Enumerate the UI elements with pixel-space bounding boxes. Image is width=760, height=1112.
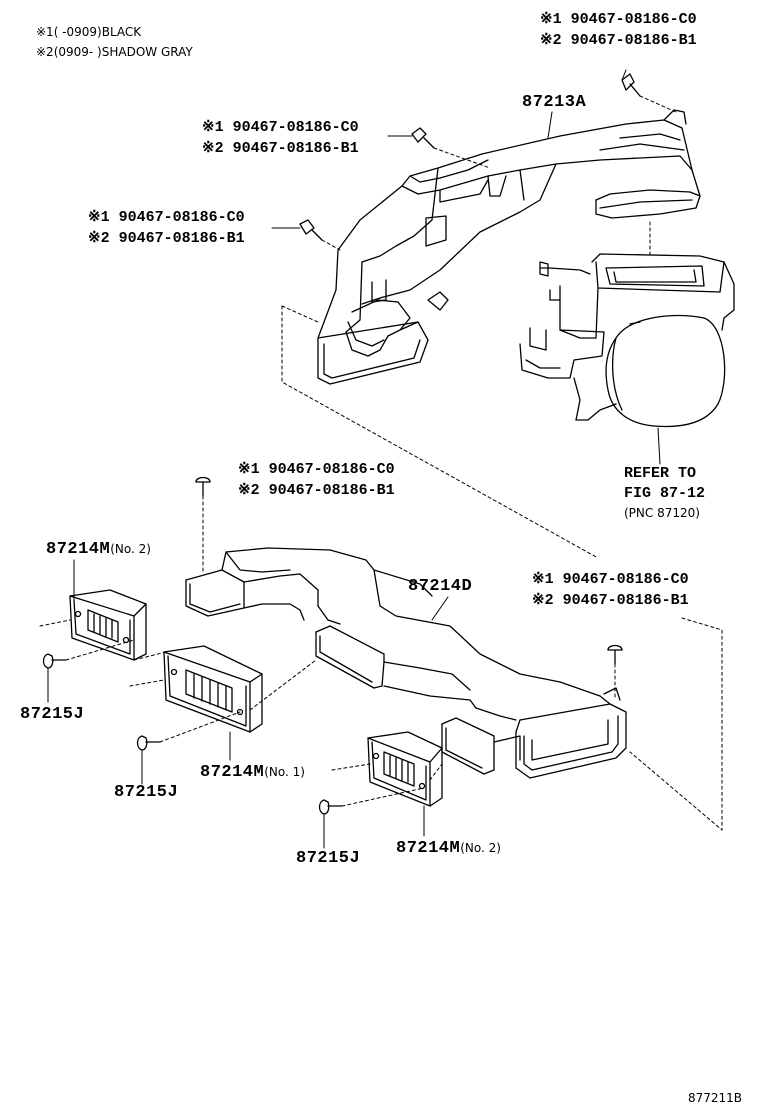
lower-duct-87214d: [185, 547, 627, 779]
legend-shadow-gray: ※2(0909- )SHADOW GRAY: [36, 45, 193, 59]
screw-upper-mid-b1: ※2 90467-08186-B1: [202, 140, 359, 157]
screw-upper-left-b1: ※2 90467-08186-B1: [88, 230, 245, 247]
leader-lines: [47, 69, 661, 849]
refer-fig-label: FIG 87-12: [624, 485, 706, 502]
part-87215j-b: 87215J: [114, 783, 179, 802]
part-87215j-c: 87215J: [296, 849, 361, 868]
refer-pnc-label: (PNC 87120): [624, 506, 700, 520]
part-87214m-no2-top: 87214M(No. 2): [46, 540, 151, 559]
screw-upper-left-c0: ※1 90467-08186-C0: [88, 209, 245, 226]
part-87215j-a: 87215J: [20, 705, 85, 724]
part-87214d: 87214D: [408, 577, 473, 596]
figure-code: 877211B: [688, 1091, 743, 1105]
part-87213a: 87213A: [522, 93, 587, 112]
screw-right-c0: ※1 90467-08186-C0: [532, 571, 689, 588]
upper-duct-87213a: [317, 109, 701, 385]
screw-center-c0: ※1 90467-08186-C0: [238, 461, 395, 478]
screw-top-right-c0: ※1 90467-08186-C0: [540, 11, 697, 28]
screw-center-b1: ※2 90467-08186-B1: [238, 482, 395, 499]
screw-icons: [42, 73, 641, 815]
legend-black: ※1( -0909)BLACK: [36, 25, 142, 39]
refer-to-label: REFER TO: [624, 465, 697, 482]
register-bottom-87214m-no2: [367, 731, 443, 807]
register-top-87214m-no2: [69, 589, 147, 661]
screw-right-b1: ※2 90467-08186-B1: [532, 592, 689, 609]
dashed-assembly-lines: [39, 95, 723, 831]
screw-upper-mid-c0: ※1 90467-08186-C0: [202, 119, 359, 136]
blower-unit: [519, 253, 735, 428]
part-87214m-no1: 87214M(No. 1): [200, 763, 305, 782]
part-87214m-no2-bottom: 87214M(No. 2): [396, 839, 501, 858]
register-mid-87214m-no1: [163, 645, 263, 733]
screw-top-right-b1: ※2 90467-08186-B1: [540, 32, 697, 49]
